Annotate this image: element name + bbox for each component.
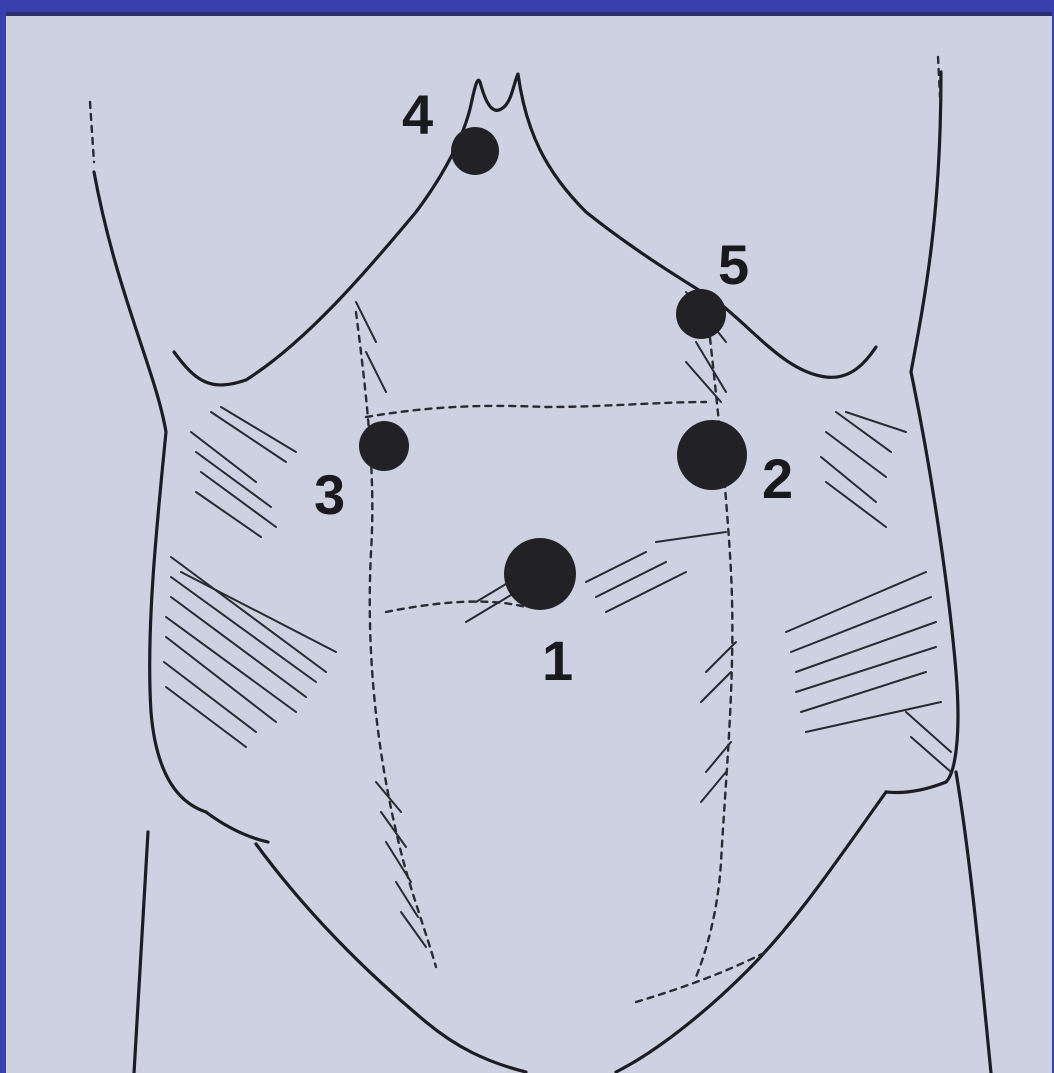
left-shoulder-dash — [90, 102, 94, 162]
torso-diagram: 1 2 3 4 5 — [6, 12, 1052, 1073]
point-5-label: 5 — [718, 233, 749, 296]
right-pelvis-outline — [616, 792, 886, 1072]
left-flank-outline — [94, 172, 206, 812]
point-2-label: 2 — [762, 447, 793, 510]
right-waist-outline — [886, 782, 946, 793]
pelvis-outline — [256, 844, 526, 1072]
point-3-label: 3 — [314, 463, 345, 526]
point-4-label: 4 — [402, 83, 433, 146]
costal-margin — [366, 402, 706, 417]
clavicle-neck-outline — [174, 74, 876, 385]
left-lower-hatch — [164, 557, 336, 747]
point-2-marker — [677, 420, 747, 490]
point-5-marker — [676, 289, 726, 339]
lower-abdomen-line — [636, 952, 766, 1002]
point-1-label: 1 — [542, 629, 573, 692]
left-waist-outline — [206, 812, 268, 842]
right-oblique-hatch — [821, 412, 906, 527]
right-thigh-outline — [956, 772, 991, 1073]
point-4-marker — [451, 127, 499, 175]
point-3-marker — [359, 421, 409, 471]
linea-alba-left — [356, 312, 436, 967]
left-oblique-hatch — [191, 407, 296, 537]
right-lower-hatch — [786, 572, 951, 772]
linea-alba-right — [696, 302, 732, 977]
left-thigh-outline — [134, 832, 148, 1073]
lower-costal-line — [386, 602, 526, 612]
point-1-marker — [504, 538, 576, 610]
figure-page: 1 2 3 4 5 — [6, 12, 1052, 1073]
chest-hatch — [356, 292, 726, 402]
